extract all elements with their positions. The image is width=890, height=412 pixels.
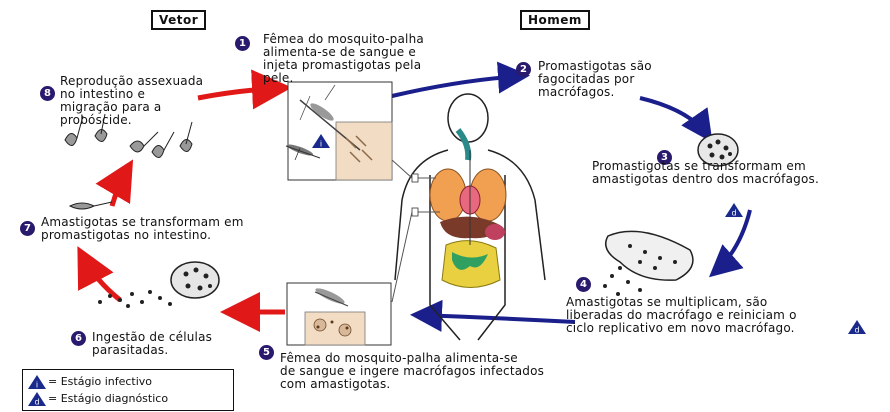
step-2-text: Promastigotas são fagocitadas por macróf… xyxy=(538,60,652,99)
human-header: Homem xyxy=(520,10,590,30)
legend: i = Estágio infectivo d = Estágio diagnó… xyxy=(22,369,234,411)
svg-text:d: d xyxy=(34,398,39,407)
infective-stage-icon: i xyxy=(312,134,330,148)
step-8-badge: 8 xyxy=(40,86,55,101)
step-5-badge: 5 xyxy=(259,345,274,360)
step-2-badge: 2 xyxy=(516,62,531,77)
legend-diagnostic-label: = Estágio diagnóstico xyxy=(48,392,168,405)
step-6-badge: 6 xyxy=(71,331,86,346)
diagnostic-stage-icon: d xyxy=(725,203,743,217)
arrow-6-to-7 xyxy=(82,255,120,300)
arrow-7-to-8 xyxy=(112,168,128,206)
arrow-8-to-1 xyxy=(198,88,282,98)
step-4-badge: 4 xyxy=(576,277,591,292)
vector-header: Vetor xyxy=(151,10,206,30)
step-7-badge: 7 xyxy=(20,221,35,236)
ruptured-macrophage xyxy=(603,231,693,296)
step-4-text: Amastigotas se multiplicam, são liberada… xyxy=(566,296,797,335)
svg-text:d: d xyxy=(731,209,736,218)
step-8-text: Reprodução assexuada no intestino e migr… xyxy=(60,75,203,127)
arrow-2-to-3 xyxy=(640,98,708,136)
mosquito-feeding-image xyxy=(288,82,392,180)
svg-text:d: d xyxy=(854,326,859,335)
legend-diagnostic: d = Estágio diagnóstico xyxy=(28,392,168,406)
diagnostic-stage-icon: d xyxy=(848,320,866,334)
step-3-text: Promastigotas se transformam em amastigo… xyxy=(592,160,819,186)
amastigote-cluster xyxy=(98,262,219,308)
human-anatomy-figure xyxy=(392,94,545,340)
legend-infective-label: = Estágio infectivo xyxy=(48,375,152,388)
arrow-3-to-4 xyxy=(715,210,750,272)
svg-text:i: i xyxy=(320,140,322,149)
step-7-text: Amastigotas se transformam em promastigo… xyxy=(41,216,244,242)
infective-stage-icon: i xyxy=(28,375,46,389)
svg-text:i: i xyxy=(36,381,38,390)
step-5-text: Fêmea do mosquito-palha alimenta-se de s… xyxy=(280,352,544,391)
step-1-text: Fêmea do mosquito-palha alimenta-se de s… xyxy=(263,33,424,85)
diagnostic-stage-icon: d xyxy=(28,392,46,406)
legend-infective: i = Estágio infectivo xyxy=(28,375,152,389)
step-6-text: Ingestão de células parasitadas. xyxy=(92,331,212,357)
step-1-badge: 1 xyxy=(235,36,250,51)
mosquito-ingesting-image xyxy=(287,283,391,345)
promastigote-group xyxy=(65,114,192,209)
